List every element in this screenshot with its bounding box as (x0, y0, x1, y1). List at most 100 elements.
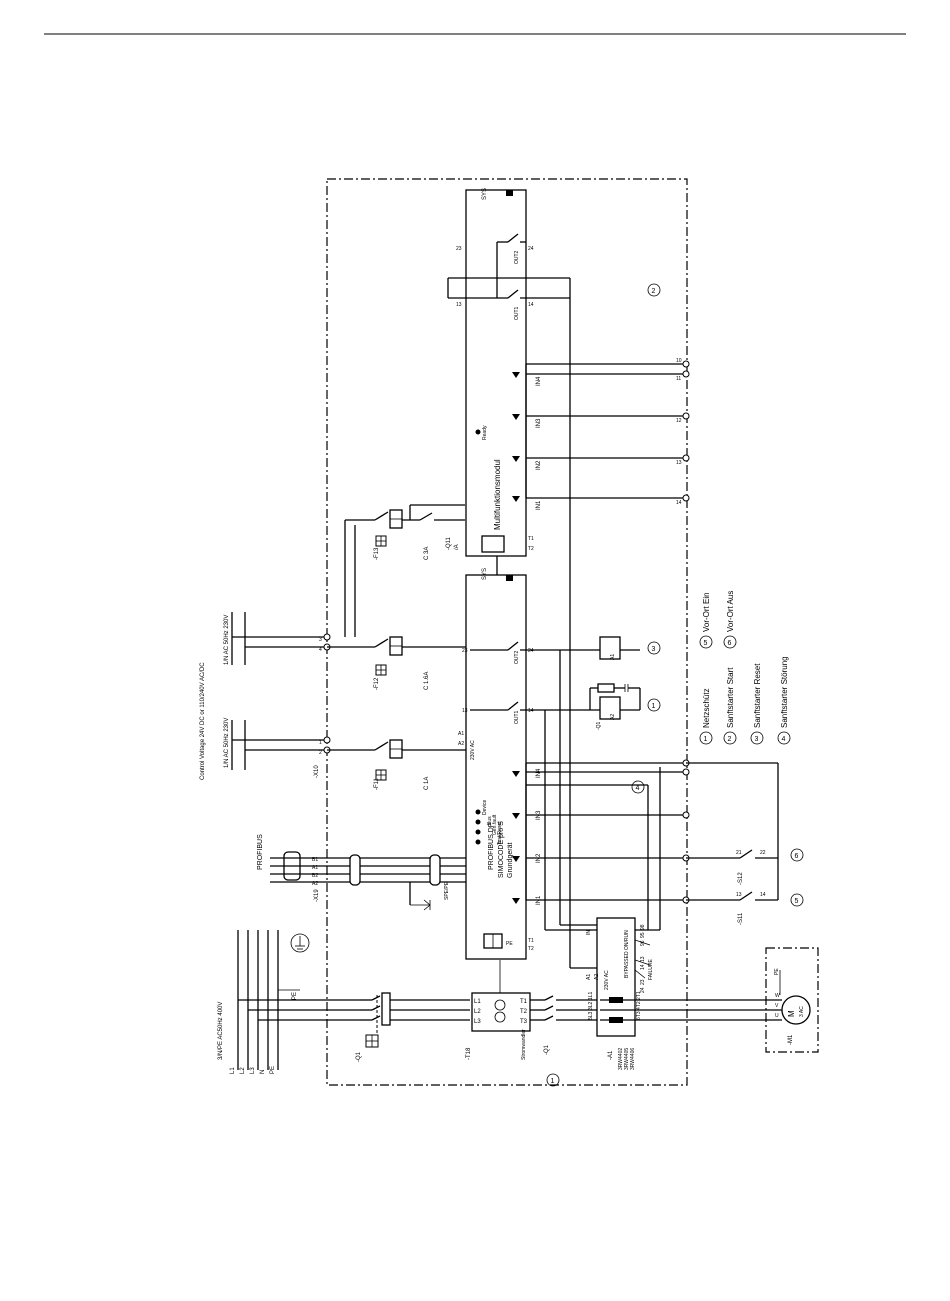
t18-pin-l2: L2 (474, 1009, 481, 1015)
softstarter-pin-4t2: 4T2 (636, 1001, 642, 1010)
motor-pin-v: V (775, 1003, 779, 1009)
basic-t2: T2 (528, 946, 534, 952)
legend-text-3: Sanftstarter Reset (753, 663, 762, 728)
mfm-out2: OUT2 (514, 250, 520, 264)
breaker-q1: -Q1 (356, 992, 470, 1062)
s11-pin-13: 13 (736, 892, 742, 898)
mfm-term-24: 24 (528, 246, 534, 252)
supply-line-pe: PE (270, 1066, 276, 1074)
supply-line-l3: L3 (250, 1067, 256, 1074)
basic-unit-line3: Grundgerät (507, 843, 514, 878)
supply-line-l2: L2 (240, 1067, 246, 1074)
supply-line-n: N (260, 1070, 266, 1074)
ss-14: 14 (640, 964, 646, 970)
x10-pin-3: 3 (319, 637, 322, 643)
ss-a1: A1 (586, 974, 592, 980)
legend-item-3: 3 Sanftstarter Reset (750, 663, 764, 745)
supply-line-l1: L1 (230, 1067, 236, 1074)
ground-icon (290, 933, 310, 953)
profibus-shield: SPE/PE (444, 881, 450, 900)
marker-1 (647, 698, 661, 712)
softstarter-pin-2t1: 2T1 (636, 991, 642, 1000)
simocode-basic-unit: SYS PROFIBUS DP SIMOCODE pro S Grundgerä… (458, 568, 542, 960)
mfm-ready: Ready (482, 425, 488, 440)
softstarter-pin-5l3: 5L3 (588, 1011, 594, 1020)
local-switches: 13 14 21 22 -S11 -S12 5 6 (686, 762, 804, 925)
softstarter-type-2: 3RW4405 (624, 1048, 630, 1070)
t18-pin-t1: T1 (520, 999, 528, 1005)
control-feeds: Control Voltage 24V DC or 110/240V AC/DC… (200, 612, 331, 780)
basic-unit-a1: A1 (458, 731, 464, 737)
motor-pin-w: W (775, 993, 780, 999)
legend-text-1: Netzschütz (702, 688, 711, 728)
feed2-label: 1/N AC 50Hz 230V (224, 615, 230, 665)
motor-pin-u: U (775, 1013, 779, 1019)
softstarter-type-1: 3RW4402 (618, 1048, 624, 1070)
softstarter-bypassed: BYPASSED (624, 951, 630, 978)
s11-pin-14: 14 (760, 892, 766, 898)
legend-text-4: Sanftstarter Störung (780, 656, 789, 728)
marker-5 (790, 893, 804, 907)
softstarter-control-wiring: IN A1 A2 95 96 98 13 14 23 24 4 (526, 767, 661, 993)
legend-text-5: Vor-Ort Ein (702, 592, 711, 632)
legend-item-5: 5 Vor-Ort Ein (699, 592, 713, 649)
mfm-sys: SYS (482, 188, 488, 200)
f12-rating: C 1.6A (424, 672, 430, 690)
t18-label: -T18 (466, 1047, 472, 1060)
fuse-f11: -F11 C 1A (327, 739, 470, 790)
motor-icon (781, 995, 811, 1025)
marker-1-num: 1 (652, 703, 656, 710)
legend: 1 Netzschütz 2 Sanftstarter Start 3 Sanf… (699, 591, 791, 745)
q1-contactor-label: -Q1 (544, 1044, 550, 1055)
marker-1-lower-num: 1 (551, 1078, 555, 1085)
pe-label: PE (292, 992, 298, 1000)
q1-coil-label: -Q1 (596, 721, 602, 730)
legend-num-2: 2 (728, 736, 732, 743)
q1-label: -Q1 (356, 1051, 362, 1062)
basic-out1: OUT1 (514, 710, 520, 724)
q11-label: -Q11 (446, 536, 452, 550)
basic-term-14: 14 (528, 708, 534, 714)
x19-label: -X19 (314, 889, 320, 902)
mfm-x-13: 13 (676, 460, 682, 466)
cabinet-frame (326, 178, 688, 1086)
mfm-t1: T1 (528, 536, 534, 542)
basic-unit-line1: PROFIBUS DP (488, 822, 495, 870)
legend-item-2: 2 Sanftstarter Start (723, 667, 737, 745)
f13-rating: C 3A (424, 547, 430, 560)
motor-type: 3 AC (799, 1006, 805, 1017)
profibus-label: PROFIBUS (257, 834, 264, 870)
x10-label: -X10 (314, 765, 320, 778)
legend-num-1: 1 (704, 736, 708, 743)
mfm-term-14: 14 (528, 302, 534, 308)
marker-6 (790, 848, 804, 862)
softstarter-type-3: 3RW4406 (630, 1048, 636, 1070)
ss-96: 96 (640, 940, 646, 946)
marker-3-num: 3 (652, 646, 656, 653)
motor-pe: PE (774, 968, 780, 975)
basic-unit-inputs (512, 759, 690, 904)
marker-5-num: 5 (795, 898, 799, 905)
led-device: Device (482, 799, 488, 815)
led-test-reset: Test/Reset (497, 821, 503, 845)
basic-t1: T1 (528, 938, 534, 944)
softstarter-pin-6t3: 6T3 (636, 1011, 642, 1020)
profibus-pin-b1: B1 (312, 857, 318, 863)
marker-1-lower (546, 1073, 560, 1087)
f11-rating: C 1A (424, 777, 430, 790)
f12-label: -F12 (374, 677, 380, 690)
basic-unit-sys: SYS (482, 568, 488, 580)
mfm-in2: IN2 (536, 460, 542, 470)
mfm-in1: IN1 (536, 500, 542, 510)
multifunction-module: SYS Multifunktionsmodul Ready IN1 IN2 IN… (447, 188, 690, 925)
basic-unit-line2: SIMOCODE pro S (498, 821, 505, 878)
mfm-x-10: 10 (676, 358, 682, 364)
legend-item-4: 4 Sanftstarter Störung (777, 656, 791, 745)
fuse-f13: -F13 C 3A -Q11 /A (344, 504, 465, 637)
legend-item-1: 1 Netzschütz (699, 688, 713, 745)
basic-unit-outputs: A1 A2 -Q1 1 3 (470, 636, 661, 930)
legend-item-6: 6 Vor-Ort Aus (723, 591, 737, 649)
marker-4-num: 4 (636, 785, 640, 792)
fuse-f12: -F12 C 1.6A (327, 636, 470, 690)
